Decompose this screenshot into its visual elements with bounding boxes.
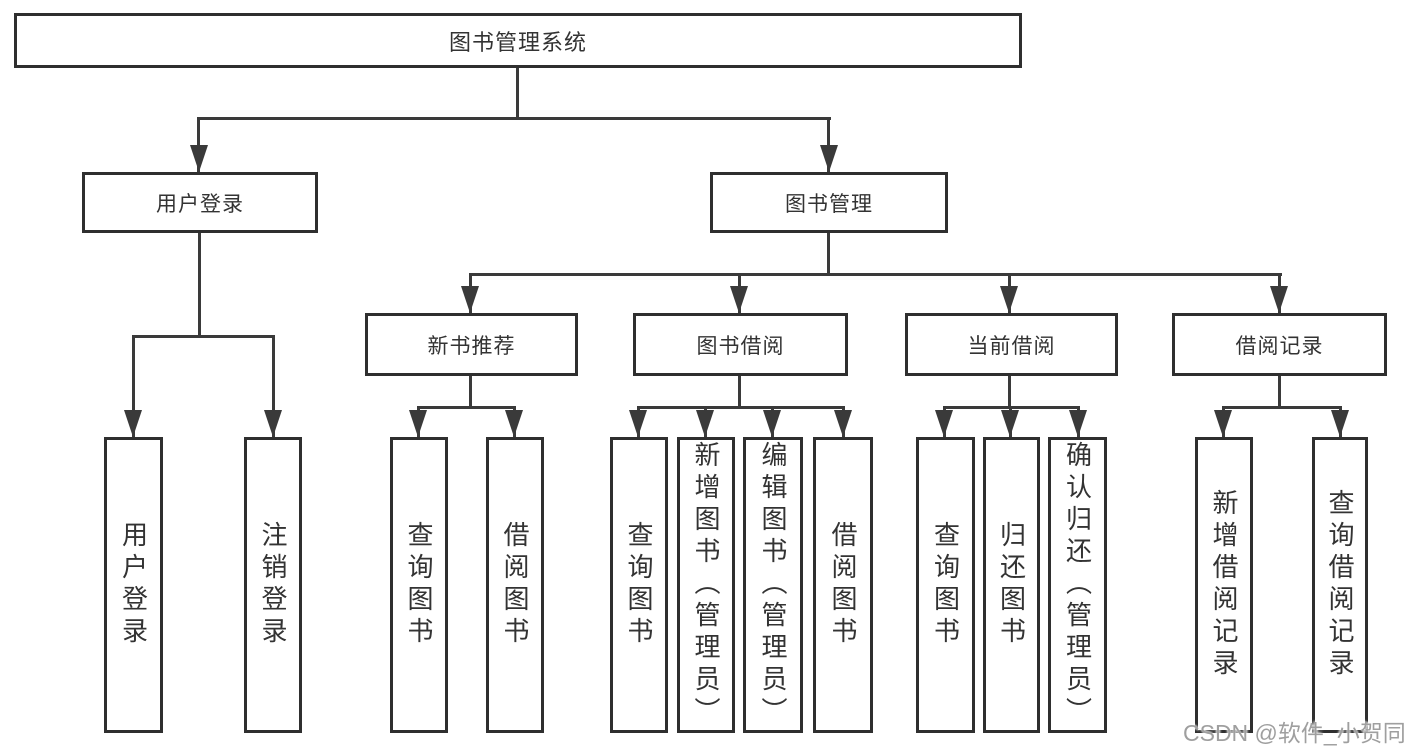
leaf-add-borrow-record-label: 新增借阅记录	[1209, 489, 1239, 681]
arrow-to-e1	[1214, 410, 1232, 437]
arrow-to-book-borrow	[730, 286, 748, 313]
leaf-borrow-books-label: 借阅图书	[828, 521, 858, 649]
connector-borrow-records-bus	[1222, 406, 1342, 409]
node-new-book-recommend-label: 新书推荐	[427, 334, 516, 358]
connector-stem-user-login	[197, 117, 200, 172]
connector-book-management-drop	[827, 233, 830, 273]
connector-current-borrow-drop	[1008, 376, 1011, 406]
connector-new-book-drop	[469, 376, 472, 406]
leaf-edit-books-admin: 编辑图书（管理员）	[743, 437, 803, 733]
node-current-borrow-label: 当前借阅	[967, 334, 1056, 358]
arrow-to-logout-leaf	[264, 410, 282, 437]
leaf-borrow-books-recommend-label: 借阅图书	[500, 521, 530, 649]
node-root: 图书管理系统	[14, 13, 1022, 68]
leaf-add-books-admin: 新增图书（管理员）	[677, 437, 735, 733]
leaf-user-login-label: 用户登录	[118, 521, 149, 649]
arrow-to-c2	[696, 410, 714, 437]
connector-level3-bus	[469, 273, 1282, 276]
connector-user-login-bus	[132, 335, 275, 338]
arrow-to-b1	[409, 410, 427, 437]
arrow-to-borrow-records	[1270, 286, 1288, 313]
leaf-query-books-current: 查询图书	[916, 437, 975, 733]
node-book-management: 图书管理	[710, 172, 948, 233]
arrow-to-b2	[505, 410, 523, 437]
node-book-borrow-label: 图书借阅	[696, 334, 785, 358]
node-borrow-records-label: 借阅记录	[1235, 334, 1324, 358]
arrow-to-c4	[834, 410, 852, 437]
leaf-edit-books-admin-label: 编辑图书（管理员）	[758, 441, 788, 729]
connector-borrow-records-drop	[1278, 375, 1281, 406]
leaf-query-books-recommend-label: 查询图书	[404, 521, 434, 649]
leaf-query-books-borrow: 查询图书	[610, 437, 668, 733]
arrow-to-login-leaf	[124, 410, 142, 437]
connector-book-borrow-drop	[738, 376, 741, 406]
arrow-to-e2	[1331, 410, 1349, 437]
node-current-borrow: 当前借阅	[905, 313, 1118, 376]
node-book-management-label: 图书管理	[785, 192, 873, 216]
leaf-return-books-label: 归还图书	[996, 521, 1027, 649]
connector-user-login-drop	[198, 233, 201, 335]
connector-level2-bus	[197, 117, 831, 120]
node-borrow-records: 借阅记录	[1172, 313, 1387, 376]
arrow-to-book-management	[820, 145, 838, 172]
leaf-borrow-books-recommend: 借阅图书	[486, 437, 544, 733]
arrow-to-c3	[763, 410, 781, 437]
connector-stem-logout-leaf	[272, 335, 275, 437]
leaf-confirm-return-admin-label: 确认归还（管理员）	[1062, 441, 1093, 729]
node-book-borrow: 图书借阅	[633, 313, 848, 376]
node-new-book-recommend: 新书推荐	[365, 313, 578, 376]
leaf-confirm-return-admin: 确认归还（管理员）	[1048, 437, 1107, 733]
connector-root-drop	[516, 68, 519, 117]
leaf-query-books-current-label: 查询图书	[930, 521, 961, 649]
connector-new-book-bus	[417, 406, 516, 409]
arrow-to-c1	[629, 410, 647, 437]
leaf-add-borrow-record: 新增借阅记录	[1195, 437, 1253, 733]
leaf-query-borrow-record: 查询借阅记录	[1312, 437, 1368, 733]
csdn-watermark: CSDN @软件_小贺同学	[1183, 720, 1405, 746]
leaf-logout: 注销登录	[244, 437, 302, 733]
node-root-label: 图书管理系统	[448, 29, 587, 55]
arrow-to-d1	[935, 410, 953, 437]
leaf-query-books-recommend: 查询图书	[390, 437, 448, 733]
connector-stem-book-management	[827, 117, 830, 172]
arrow-to-d2	[1001, 410, 1019, 437]
arrow-to-new-book	[461, 286, 479, 313]
leaf-return-books: 归还图书	[983, 437, 1040, 733]
connector-book-borrow-bus	[637, 406, 845, 409]
leaf-logout-label: 注销登录	[258, 521, 288, 649]
leaf-user-login: 用户登录	[104, 437, 163, 733]
node-user-login: 用户登录	[82, 172, 318, 233]
leaf-query-borrow-record-label: 查询借阅记录	[1325, 489, 1355, 681]
arrow-to-current-borrow	[1000, 286, 1018, 313]
arrow-to-user-login	[190, 145, 208, 172]
leaf-borrow-books: 借阅图书	[813, 437, 873, 733]
node-user-login-label: 用户登录	[156, 192, 244, 216]
arrow-to-d3	[1069, 410, 1087, 437]
connector-stem-login-leaf	[132, 335, 135, 437]
leaf-add-books-admin-label: 新增图书（管理员）	[691, 441, 721, 729]
leaf-query-books-borrow-label: 查询图书	[624, 521, 654, 649]
